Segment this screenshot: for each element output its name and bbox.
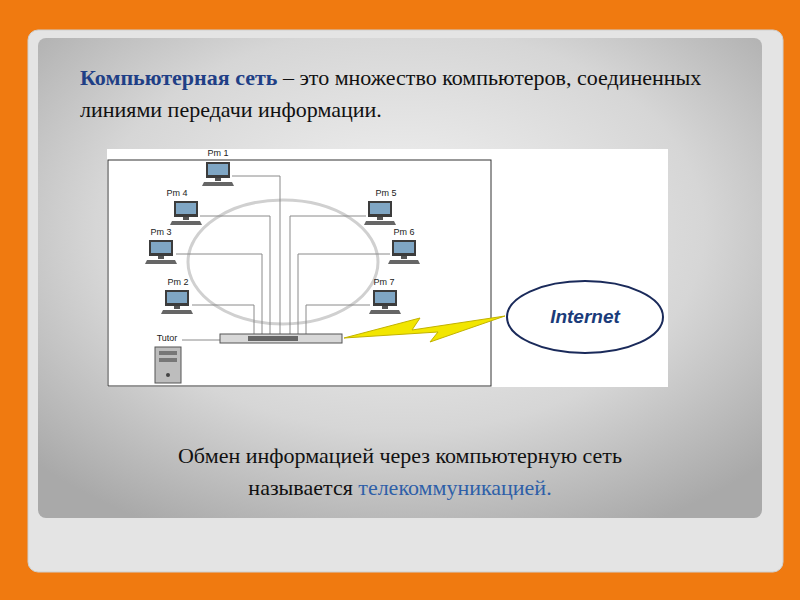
computer-label: Pm 1: [207, 149, 228, 159]
network-switch: [220, 334, 342, 343]
computer-name: Pm 1: [207, 148, 228, 158]
diagram-ground: [107, 149, 668, 387]
heading-term: Компьютерная сеть: [80, 65, 277, 90]
computer-label: Tutor: [157, 334, 178, 344]
caption-block: Обмен информацией через компьютерную сет…: [160, 440, 640, 504]
internet-cloud: Internet: [505, 279, 665, 355]
computer-name: Tutor: [157, 333, 178, 343]
slide-frame: [28, 30, 783, 572]
computer-label: Pm 2: [167, 278, 188, 288]
heading-block: Компьютерная сеть– это множество компьют…: [80, 62, 740, 126]
slide-panel: [38, 38, 762, 518]
room-outline: [108, 160, 491, 386]
computer-name: Pm 3: [150, 227, 171, 237]
computer-icons: [145, 162, 420, 314]
computer-label: Pm 5: [375, 189, 396, 199]
computer-name: Pm 7: [373, 277, 394, 287]
computer-name: Pm 2: [167, 277, 188, 287]
computer-name: Pm 4: [166, 188, 187, 198]
computer-label: Pm 6: [393, 228, 414, 238]
network-wires: [176, 176, 390, 340]
caption-term: телекоммуникацией.: [358, 475, 551, 500]
computer-name: Pm 5: [375, 188, 396, 198]
computer-label: Pm 7: [373, 278, 394, 288]
cloud-name: Internet: [550, 306, 620, 328]
computer-name: Pm 6: [393, 227, 414, 237]
computer-label: Pm 4: [166, 189, 187, 199]
computer-label: Pm 3: [150, 228, 171, 238]
wireless-bolt: [344, 316, 505, 342]
server-tower: [155, 347, 181, 383]
